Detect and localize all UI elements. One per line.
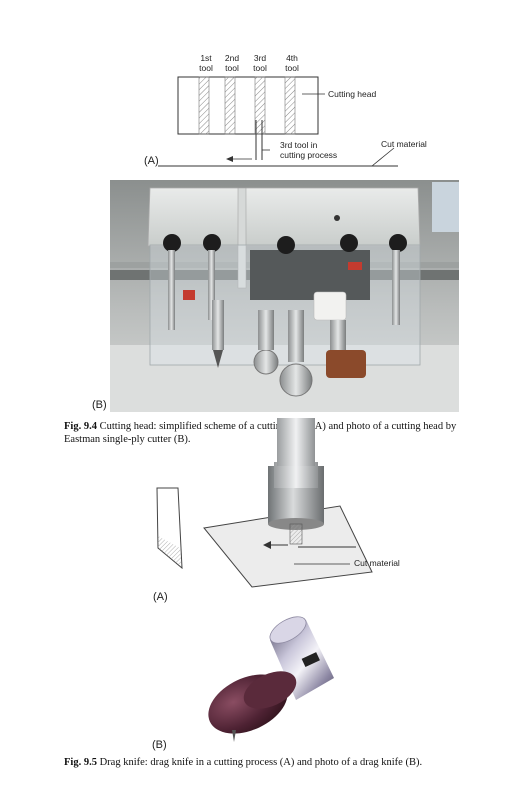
photo-wheel-2 — [279, 363, 313, 397]
photo-knife-tool — [212, 300, 224, 350]
photo-red-part-2 — [348, 262, 362, 270]
figure-9-5-caption-text: Drag knife: drag knife in a cutting proc… — [99, 757, 423, 768]
photo-wheel-tool-body-2 — [288, 310, 304, 362]
knife-holder-collar — [274, 462, 318, 488]
photo-wheel-tool-body — [258, 310, 274, 350]
photo-pulley-2 — [203, 234, 221, 252]
figure-9-5-number: Fig. 9.5 — [64, 757, 97, 768]
knife-tip — [289, 523, 303, 545]
drag-knife-screw — [301, 652, 320, 668]
panel-a-label-2: (A) — [153, 591, 168, 603]
knife-blade-edge — [158, 536, 182, 568]
direction-arrow-head — [226, 156, 233, 162]
photo-blue-panel — [432, 182, 459, 232]
figure-9-4-number: Fig. 9.4 — [64, 421, 97, 432]
photo-roller-shaft — [330, 320, 346, 352]
panel-b-label-2: (B) — [152, 739, 167, 751]
knife-holder-shaft — [277, 418, 315, 466]
cut-material-label: Cut material — [381, 139, 427, 149]
tool-4-label: 4th tool — [285, 53, 299, 73]
photo-pulley-1 — [163, 234, 181, 252]
tool-2-slot — [224, 76, 236, 135]
drag-knife-tip — [232, 730, 236, 742]
photo-pulley-3 — [277, 236, 295, 254]
tool-1-slot — [198, 76, 210, 135]
photo-rod-1 — [168, 250, 175, 330]
tool-2-label: 2nd tool — [224, 53, 240, 73]
cutting-head-photo — [110, 180, 459, 412]
tool-4-slot — [284, 76, 296, 135]
panel-b-label: (B) — [92, 399, 107, 411]
cutting-head-schematic — [158, 76, 398, 167]
tool-in-process-label: 3rd tool in cutting process — [280, 140, 338, 160]
cut-arrow-head — [263, 541, 271, 549]
photo-edge-bracket — [237, 187, 247, 289]
tool-3-label: 3rd tool — [253, 53, 267, 73]
cutting-head-label: Cutting head — [328, 89, 377, 99]
panel-a-label: (A) — [144, 155, 159, 167]
photo-pulley-4 — [340, 234, 358, 252]
cut-material-leader — [371, 147, 395, 167]
photo-red-part — [183, 290, 195, 300]
tool-3-slot — [254, 76, 266, 135]
photo-mechanics — [250, 250, 370, 300]
tool-1-label: 1st tool — [199, 53, 213, 73]
cut-material-label-2: Cut material — [354, 558, 400, 568]
photo-knife-tip — [213, 350, 223, 368]
photo-rod-3 — [392, 250, 400, 325]
figure-9-5-caption: Fig. 9.5 Drag knife: drag knife in a cut… — [64, 756, 484, 769]
photo-copper-roller — [326, 350, 366, 378]
photo-screw — [334, 215, 340, 221]
drag-knife-cap-top — [243, 671, 297, 709]
photo-rod-2 — [208, 250, 215, 320]
photo-pulley-5 — [389, 234, 407, 252]
drag-knife-shaft-top — [269, 616, 307, 644]
